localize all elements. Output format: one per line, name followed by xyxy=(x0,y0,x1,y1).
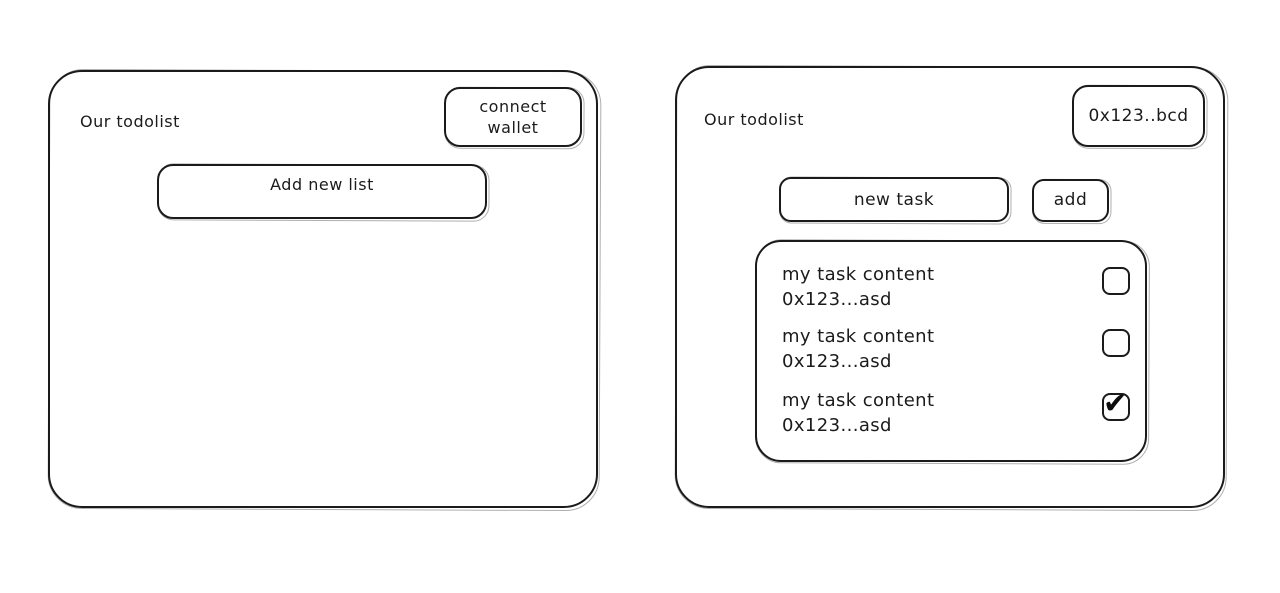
task-content-label: my task content xyxy=(782,264,935,285)
task-text: my task content 0x123...asd xyxy=(782,388,934,438)
connected-view-panel: Our todolist 0x123..bcd new task add my … xyxy=(675,66,1225,508)
add-task-button[interactable]: add xyxy=(1032,179,1109,222)
task-text: my task content 0x123...asd xyxy=(782,262,934,312)
task-address-label: 0x123...asd xyxy=(782,415,892,436)
task-item: my task content 0x123...asd xyxy=(782,324,1130,374)
wallet-address-label: 0x123..bcd xyxy=(1088,105,1189,126)
connect-wallet-label-line2: wallet xyxy=(487,118,539,137)
task-text: my task content 0x123...asd xyxy=(782,324,934,374)
task-address-label: 0x123...asd xyxy=(782,289,892,310)
task-checkbox[interactable] xyxy=(1102,329,1130,357)
task-content-label: my task content xyxy=(782,326,935,347)
task-item: my task content 0x123...asd xyxy=(782,262,1130,312)
task-address-label: 0x123...asd xyxy=(782,351,892,372)
disconnected-view-panel: Our todolist connect wallet Add new list xyxy=(48,70,598,508)
wallet-address-button[interactable]: 0x123..bcd xyxy=(1072,85,1205,147)
add-new-list-input[interactable]: Add new list xyxy=(157,164,487,219)
task-checkbox[interactable]: ✔ xyxy=(1102,386,1130,421)
app-title: Our todolist xyxy=(80,112,180,131)
add-task-label: add xyxy=(1053,190,1088,210)
new-task-input[interactable]: new task xyxy=(779,177,1009,222)
app-title: Our todolist xyxy=(704,110,804,129)
task-checkbox[interactable] xyxy=(1102,267,1130,295)
connect-wallet-label-line1: connect xyxy=(479,97,547,116)
task-content-label: my task content xyxy=(782,390,935,411)
task-list: my task content 0x123...asd my task cont… xyxy=(755,240,1147,462)
connect-wallet-button[interactable]: connect wallet xyxy=(444,87,582,147)
task-item: my task content 0x123...asd ✔ xyxy=(782,386,1130,438)
check-icon: ✔ xyxy=(1103,386,1128,420)
